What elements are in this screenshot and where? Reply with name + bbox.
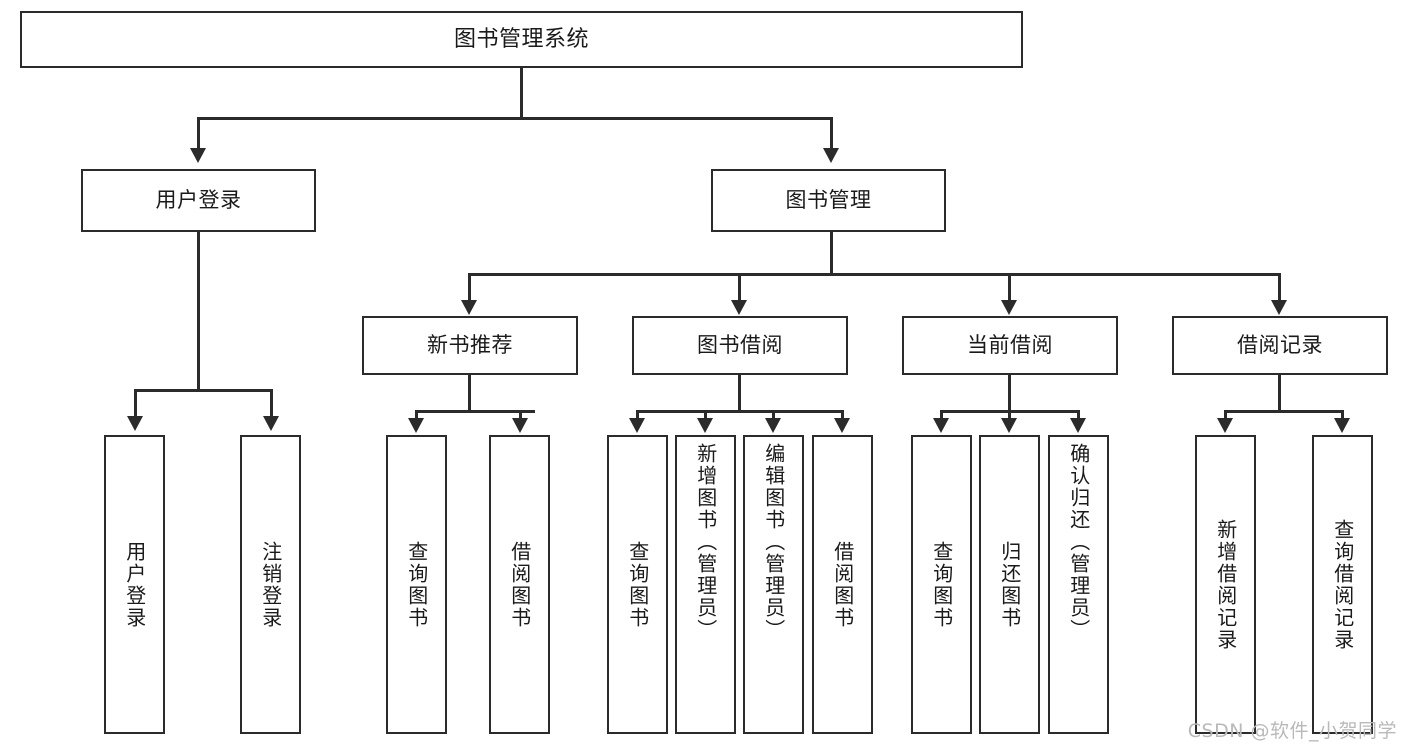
leaf-edit-book-admin[interactable]: 编辑图书（管理员） [743,435,804,734]
arrow-bookmgmt-to-current [1001,300,1017,315]
connector-login-to-leaf1 [134,389,137,417]
arrow-bookmgmt-to-record [1271,300,1287,315]
watermark-text: CSDN @软件_小贺同学 [1187,720,1397,742]
leaf-borrow-book-newbook[interactable]: 借阅图书 [489,435,550,734]
leaf-add-book-admin[interactable]: 新增图书（管理员） [675,435,736,734]
arrow-borrow-to-leaf1 [629,418,645,433]
connector-bookmgmt-stem [830,232,833,274]
connector-bookmgmt-to-current [1008,273,1011,301]
arrow-login-to-leaf1 [127,416,143,431]
connector-record-stem [1278,375,1281,411]
connector-newbook-bus [415,410,535,413]
arrow-borrow-to-leaf4 [834,418,850,433]
leaf-query-book-newbook[interactable]: 查询图书 [386,435,447,734]
connector-root-to-login [197,117,200,149]
leaf-add-borrow-record[interactable]: 新增借阅记录 [1195,435,1256,734]
connector-login-to-leaf2 [270,389,273,417]
arrow-current-to-leaf1 [933,418,949,433]
arrow-borrow-to-leaf3 [765,418,781,433]
leaf-confirm-return-admin[interactable]: 确认归还（管理员） [1048,435,1109,734]
connector-bookmgmt-bus [468,273,1280,276]
leaf-borrow-book-borrow[interactable]: 借阅图书 [812,435,873,734]
leaf-query-book-current[interactable]: 查询图书 [911,435,972,734]
node-user-login[interactable]: 用户登录 [81,169,316,232]
leaf-query-borrow-record[interactable]: 查询借阅记录 [1312,435,1373,734]
node-current-borrow[interactable]: 当前借阅 [902,316,1118,375]
connector-bookmgmt-to-record [1278,273,1281,301]
leaf-query-book-borrow[interactable]: 查询图书 [607,435,668,734]
connector-current-stem [1008,375,1011,411]
arrow-record-to-leaf1 [1217,418,1233,433]
arrow-bookmgmt-to-borrow [731,300,747,315]
connector-root-stem [520,68,523,118]
connector-bookmgmt-to-borrow [738,273,741,301]
connector-newbook-stem [468,375,471,411]
arrow-newbook-to-leaf1 [408,418,424,433]
arrow-borrow-to-leaf2 [697,418,713,433]
node-book-borrow[interactable]: 图书借阅 [632,316,848,375]
arrow-bookmgmt-to-newbook [461,300,477,315]
connector-login-stem [197,232,200,390]
arrow-login-to-leaf2 [263,416,279,431]
node-new-book-recommend[interactable]: 新书推荐 [362,316,578,375]
arrow-newbook-to-leaf2 [512,418,528,433]
connector-root-bus [197,117,833,120]
connector-borrow-stem [738,375,741,411]
node-root-system[interactable]: 图书管理系统 [20,11,1023,68]
arrow-root-to-login [190,148,206,163]
connector-record-bus [1224,410,1344,413]
connector-bookmgmt-to-newbook [468,273,471,301]
connector-root-to-bookmgmt [830,117,833,149]
arrow-current-to-leaf2 [1001,418,1017,433]
leaf-user-login[interactable]: 用户登录 [104,435,165,734]
arrow-root-to-bookmgmt [823,148,839,163]
leaf-return-book[interactable]: 归还图书 [979,435,1040,734]
connector-login-bus [134,389,273,392]
node-book-management[interactable]: 图书管理 [711,169,946,232]
arrow-current-to-leaf3 [1070,418,1086,433]
leaf-logout[interactable]: 注销登录 [240,435,301,734]
arrow-record-to-leaf2 [1334,418,1350,433]
node-borrow-record[interactable]: 借阅记录 [1172,316,1388,375]
connector-borrow-bus [636,410,844,413]
